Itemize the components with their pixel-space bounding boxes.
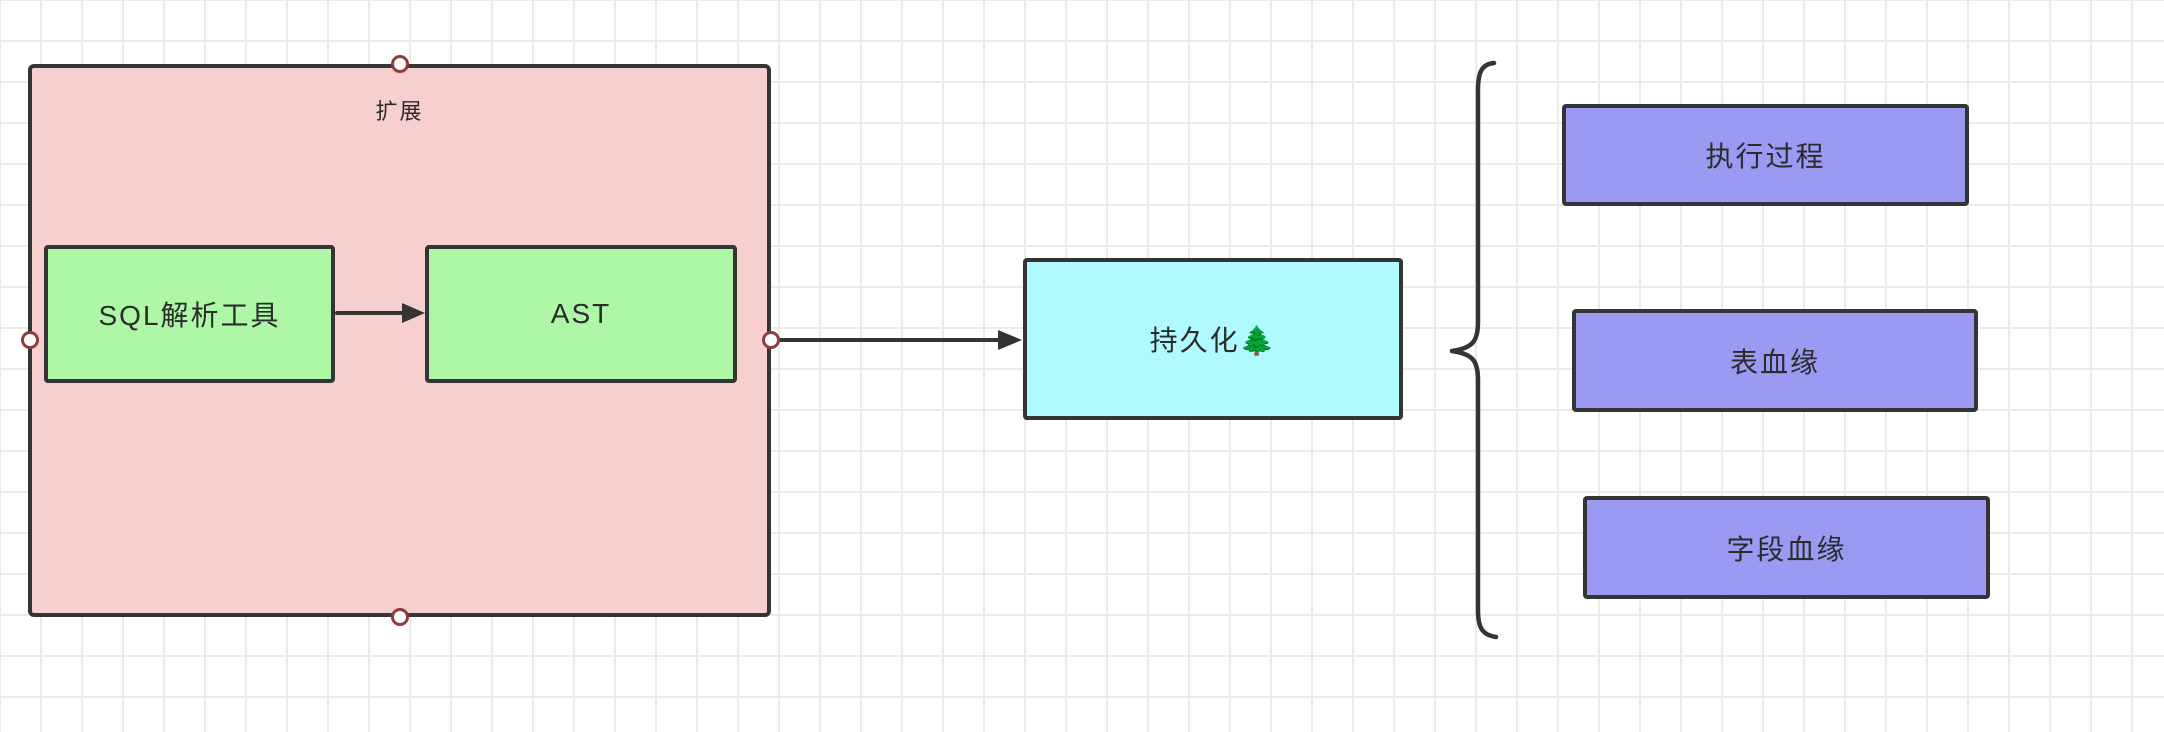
node-field-lineage[interactable]: 字段血缘: [1583, 496, 1990, 599]
node-sql-parser[interactable]: SQL解析工具: [44, 245, 335, 383]
node-ast-label: AST: [550, 298, 612, 329]
node-persistence[interactable]: 持久化🌲: [1023, 258, 1403, 420]
connection-handle-top-icon[interactable]: [391, 55, 409, 73]
node-field-lineage-label: 字段血缘: [1726, 533, 1847, 565]
arrow-extension-to-persistence[interactable]: [770, 330, 1022, 350]
node-exec-process[interactable]: 执行过程: [1562, 104, 1969, 206]
arrowhead-icon: [402, 303, 425, 323]
connection-handle-bottom-icon[interactable]: [391, 608, 409, 626]
node-exec-process-label: 执行过程: [1705, 141, 1826, 172]
curly-brace-icon[interactable]: [1449, 60, 1499, 640]
node-table-lineage[interactable]: 表血缘: [1572, 309, 1978, 412]
node-ast[interactable]: AST: [425, 245, 737, 383]
arrow-sql-to-ast[interactable]: [335, 303, 425, 323]
arrowhead-icon: [998, 330, 1022, 350]
node-table-lineage-label: 表血缘: [1729, 346, 1820, 378]
connection-handle-left-icon[interactable]: [21, 331, 39, 349]
node-persistence-label: 持久化🌲: [1149, 325, 1277, 356]
node-sql-parser-label: SQL解析工具: [98, 300, 281, 331]
group-box-extension-label: 扩展: [375, 99, 424, 124]
connection-handle-right-icon[interactable]: [762, 331, 780, 349]
